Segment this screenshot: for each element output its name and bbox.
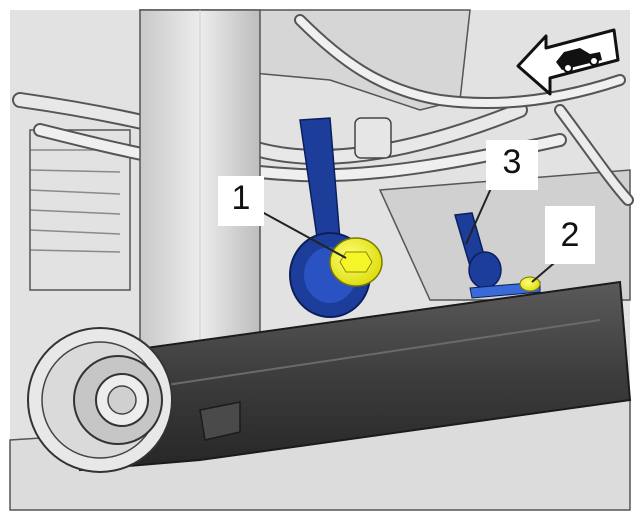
fastener-nut-1 bbox=[329, 237, 383, 287]
callout-label-2: 2 bbox=[545, 206, 595, 264]
fastener-bolt-2 bbox=[519, 276, 541, 292]
callout-label-3: 3 bbox=[486, 140, 538, 190]
callout-label-1: 1 bbox=[218, 176, 264, 226]
arm-pivot-bushing bbox=[27, 327, 173, 473]
vehicle-forward-direction-arrow-icon bbox=[516, 28, 620, 96]
cable-clamp bbox=[354, 117, 392, 159]
lower-control-arm bbox=[58, 280, 632, 472]
